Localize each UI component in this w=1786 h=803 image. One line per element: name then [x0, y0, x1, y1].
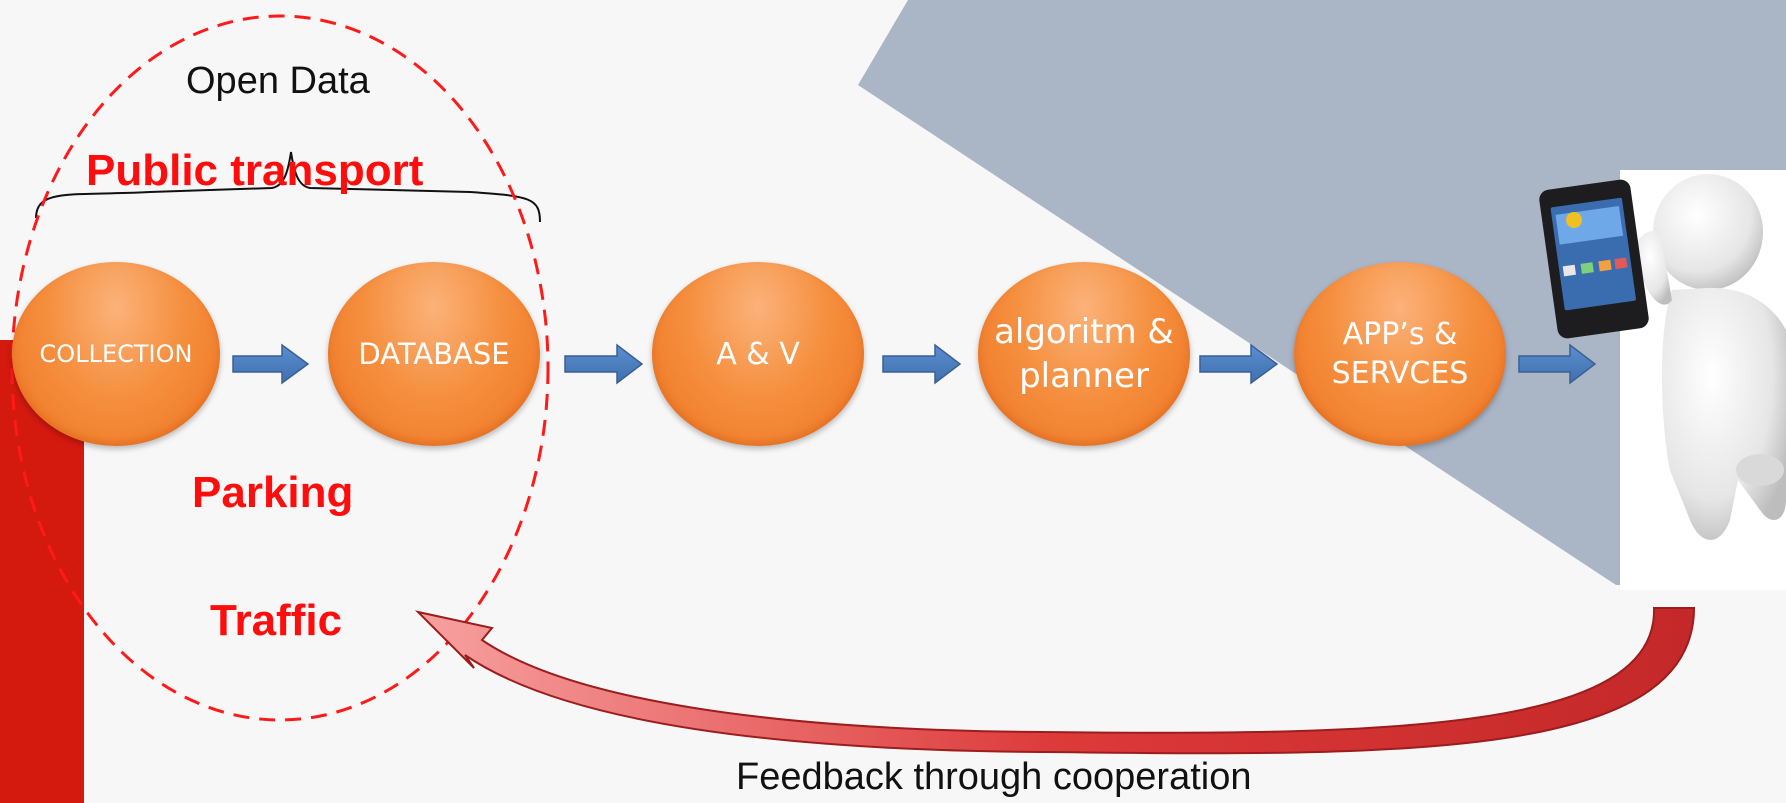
- node-algorithm-planner-label: algoritm & planner: [994, 311, 1174, 396]
- arrow-apps-to-user: [1518, 343, 1597, 385]
- thumbs-up-person-icon: [1635, 174, 1786, 540]
- node-apps-services-label: APP’s & SERVCES: [1331, 317, 1469, 391]
- arrow-collection-to-database: [232, 343, 310, 385]
- open-data-brace: [35, 151, 541, 223]
- category-public-transport: Public transport: [86, 146, 424, 195]
- open-data-label: Open Data: [186, 60, 370, 102]
- node-collection: COLLECTION: [12, 262, 220, 446]
- category-parking: Parking: [192, 468, 354, 517]
- node-database-label: DATABASE: [358, 337, 510, 371]
- arrow-database-to-av: [564, 343, 644, 385]
- arrow-av-to-algorithm: [882, 343, 962, 385]
- flow-arrows: [232, 343, 1597, 385]
- node-collection-label: COLLECTION: [39, 340, 193, 368]
- node-database: DATABASE: [328, 262, 540, 446]
- feedback-label: Feedback through cooperation: [736, 756, 1252, 798]
- node-av-label: A & V: [716, 336, 800, 372]
- smartphone-icon: [1539, 179, 1649, 339]
- node-av: A & V: [652, 262, 864, 446]
- node-apps-services: APP’s & SERVCES: [1294, 262, 1506, 446]
- open-data-boundary: [10, 14, 550, 722]
- category-traffic: Traffic: [210, 596, 343, 645]
- arrow-algorithm-to-apps: [1199, 343, 1279, 385]
- node-algorithm-planner: algoritm & planner: [978, 262, 1190, 446]
- feedback-arrow: [414, 607, 1696, 755]
